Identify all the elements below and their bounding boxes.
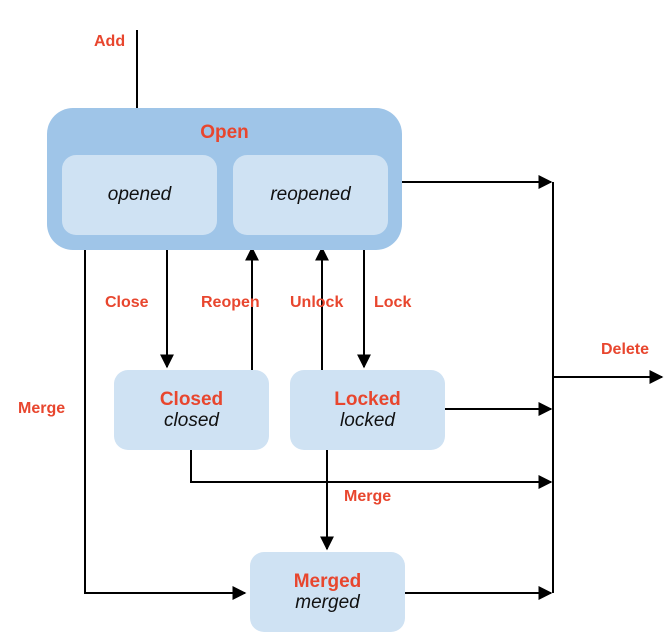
substate-opened-label: opened bbox=[107, 184, 172, 205]
edge-label-reopen: Reopen bbox=[201, 294, 260, 311]
edge-label-add: Add bbox=[94, 33, 126, 50]
group-open[interactable]: Open opened reopened bbox=[47, 108, 402, 250]
state-merged[interactable]: Merged merged bbox=[250, 552, 405, 632]
substate-reopened[interactable]: reopened bbox=[233, 155, 388, 235]
edge-label-lock: Lock bbox=[374, 294, 412, 311]
edge-label-unlock: Unlock bbox=[290, 294, 344, 311]
state-merged-label: merged bbox=[295, 592, 360, 613]
edge-label-delete: Delete bbox=[601, 341, 650, 358]
substate-opened[interactable]: opened bbox=[62, 155, 217, 235]
state-locked[interactable]: Locked locked bbox=[290, 370, 445, 450]
edge-label-merge-left: Merge bbox=[18, 400, 66, 417]
group-open-title: Open bbox=[200, 122, 249, 143]
state-closed-label: closed bbox=[164, 410, 219, 431]
edge-label-merge-mid: Merge bbox=[344, 488, 392, 505]
state-locked-title: Locked bbox=[334, 388, 401, 410]
state-locked-label: locked bbox=[340, 410, 395, 431]
edge-merge-mid bbox=[190, 450, 553, 489]
substate-reopened-label: reopened bbox=[270, 184, 351, 205]
state-merged-title: Merged bbox=[293, 570, 362, 592]
edge-label-close: Close bbox=[105, 294, 149, 311]
state-closed[interactable]: Closed closed bbox=[114, 370, 269, 450]
state-closed-title: Closed bbox=[159, 388, 224, 410]
